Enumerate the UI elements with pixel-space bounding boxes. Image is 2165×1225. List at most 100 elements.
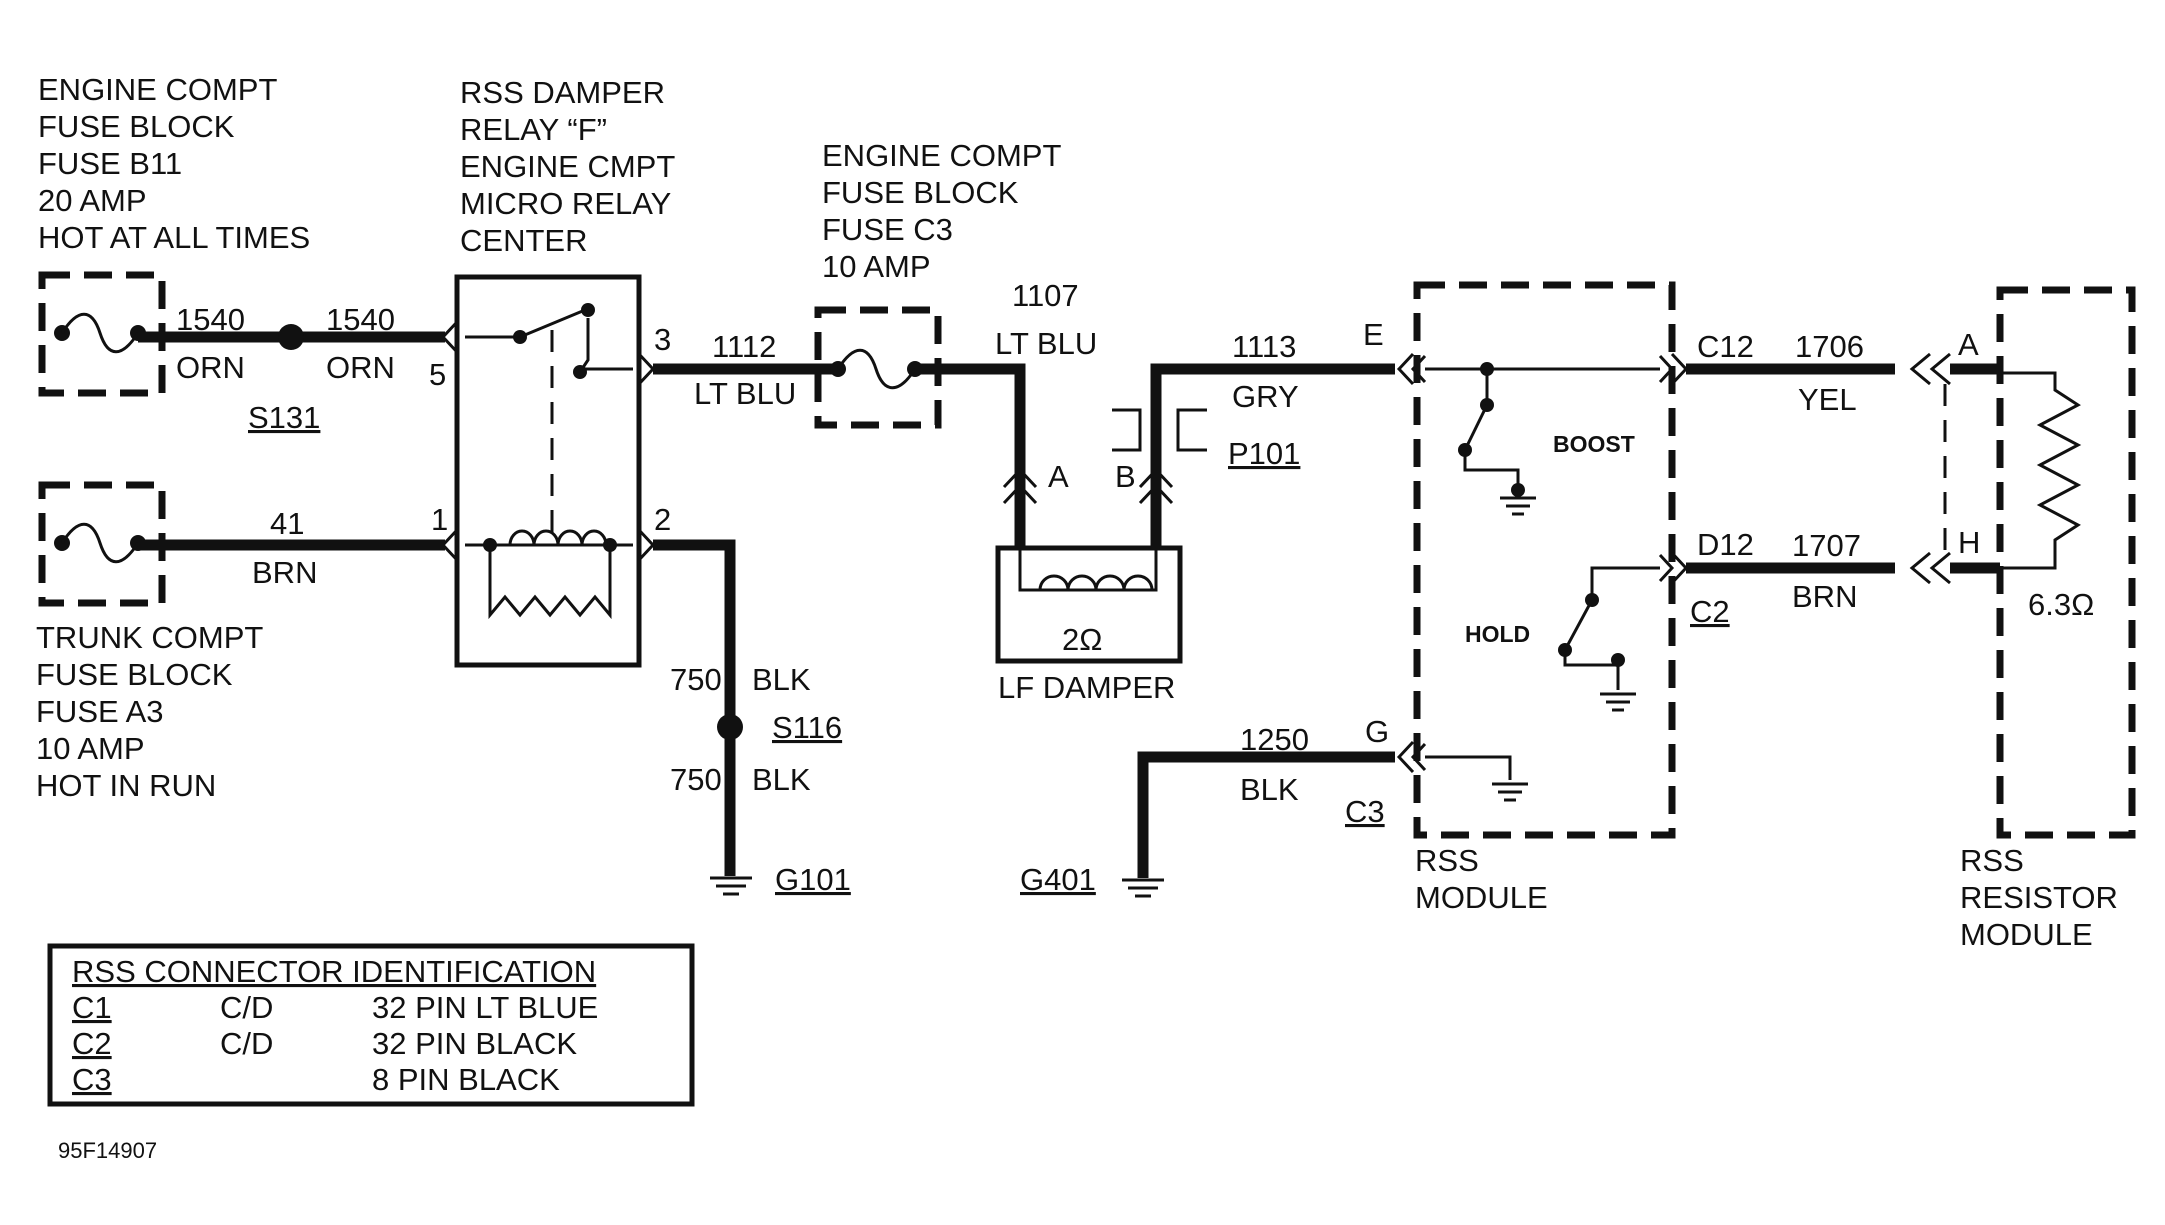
label-fuse-b11: ENGINE COMPT FUSE BLOCK FUSE B11 20 AMP … <box>38 72 310 255</box>
splice-s116 <box>717 714 743 740</box>
wire-750b-number: 750 <box>670 762 722 797</box>
connector-p101-label: P101 <box>1228 436 1300 471</box>
table-row: C2 C/D 32 PIN BLACK <box>72 1026 577 1061</box>
boost-label: BOOST <box>1553 431 1635 457</box>
relay-pin-5: 5 <box>429 357 446 392</box>
relay-pin-5-connector <box>440 320 459 354</box>
fuse-a3-element <box>60 522 140 564</box>
table-cell-id: C1 <box>72 990 112 1025</box>
p101-half <box>1176 408 1207 452</box>
wire-1107-color: LT BLU <box>995 326 1097 361</box>
resistor-pin-a: A <box>1958 327 1979 362</box>
wire-41-number: 41 <box>270 506 304 541</box>
hold-label: HOLD <box>1465 621 1530 647</box>
label-relay: RSS DAMPER RELAY “F” ENGINE CMPT MICRO R… <box>460 75 675 258</box>
wire-1707-number: 1707 <box>1792 528 1861 563</box>
relay-line-3: ENGINE CMPT <box>460 149 675 184</box>
wire-1112-color: LT BLU <box>694 376 796 411</box>
rss-module-pin-g-connector <box>1410 742 1427 772</box>
fuse-a3-line-4: 10 AMP <box>36 731 145 766</box>
resistor-element <box>2000 371 2082 570</box>
table-row: C1 C/D 32 PIN LT BLUE <box>72 990 598 1025</box>
pin-g-ground-lead <box>1425 755 1512 780</box>
wire-1250-number: 1250 <box>1240 722 1309 757</box>
boost-ground-icon <box>1500 496 1536 516</box>
lf-damper-winding-frame <box>1018 550 1158 592</box>
lf-damper-pin-a-connector <box>1002 483 1038 505</box>
connector-table-title: RSS CONNECTOR IDENTIFICATION <box>72 954 596 989</box>
wire-1113 <box>1150 363 1395 500</box>
wire-1250-color: BLK <box>1240 772 1299 807</box>
wire-1540b-color: ORN <box>326 350 395 385</box>
fuse-a3-line-1: TRUNK COMPT <box>36 620 263 655</box>
wire-1706-number: 1706 <box>1795 329 1864 364</box>
lf-damper-coil <box>1038 574 1154 591</box>
lf-damper-pin-b: B <box>1115 459 1136 494</box>
boost-switch-arm <box>1463 404 1489 451</box>
relay-switch-contact <box>581 303 595 317</box>
resistor-pin-a-connector <box>1909 352 1931 386</box>
label-rss-module: RSS MODULE <box>1415 843 1548 915</box>
relay-pin-3: 3 <box>654 322 671 357</box>
label-resistor-module: RSS RESISTOR MODULE <box>1960 843 2118 952</box>
table-row: C3 8 PIN BLACK <box>72 1062 560 1097</box>
lf-damper-label: LF DAMPER <box>998 670 1175 705</box>
resistor-module-line-3: MODULE <box>1960 917 2093 952</box>
connector-table-border <box>47 943 695 1107</box>
relay-line-2: RELAY “F” <box>460 112 607 147</box>
relay-line-4: MICRO RELAY <box>460 186 671 221</box>
rss-module-pin-e-connector <box>1410 354 1427 384</box>
rss-damper-relay: 5 3 1 2 <box>429 274 671 668</box>
fuse-b11-element <box>60 312 140 354</box>
wire-1540a-number: 1540 <box>176 302 245 337</box>
connector-c2-label: C2 <box>1690 594 1730 629</box>
relay-pin-2: 2 <box>654 502 671 537</box>
table-cell-type: C/D <box>220 1026 273 1061</box>
wire-1706-color: YEL <box>1798 382 1857 417</box>
ground-g401-label: G401 <box>1020 862 1096 897</box>
fuse-a3-line-2: FUSE BLOCK <box>36 657 233 692</box>
rss-module-pin-g: G <box>1365 714 1389 749</box>
wire-1250 <box>1137 751 1395 878</box>
wire-1112-number: 1112 <box>712 329 776 364</box>
lf-damper: 2Ω LF DAMPER A B <box>995 459 1183 705</box>
table-cell-desc: 8 PIN BLACK <box>372 1062 560 1097</box>
ground-g401-icon <box>1122 878 1164 898</box>
relay-switch-contact-lead <box>578 318 590 373</box>
rss-module-pin-c12-connector <box>1658 354 1675 384</box>
boost-ground-lead <box>1463 450 1520 490</box>
rss-module-line-2: MODULE <box>1415 880 1548 915</box>
rss-resistor-module: A H 6.3Ω <box>1909 286 2136 839</box>
wire-41-color: BRN <box>252 555 317 590</box>
hold-switch-arm <box>1563 599 1594 651</box>
lf-damper-pin-a: A <box>1048 459 1069 494</box>
rss-module-pin-e: E <box>1363 317 1384 352</box>
lf-damper-pin-a-connector <box>1002 467 1038 489</box>
hold-line <box>1590 566 1660 600</box>
rss-module-pin-e-connector <box>1396 352 1415 386</box>
rss-module: BOOST HOLD C12 D12 C2 <box>1396 281 1754 839</box>
hold-ground-lead <box>1563 650 1620 667</box>
fuse-a3-line-3: FUSE A3 <box>36 694 164 729</box>
rss-module-pin-c12: C12 <box>1697 329 1754 364</box>
fuse-c3-line-1: ENGINE COMPT <box>822 138 1061 173</box>
ground-g101-icon <box>710 876 752 896</box>
resistor-module-line-1: RSS <box>1960 843 2024 878</box>
wire-1540b-number: 1540 <box>326 302 395 337</box>
wire-750b-color: BLK <box>752 762 811 797</box>
fuse-a3-line-5: HOT IN RUN <box>36 768 216 803</box>
fuse-b11-line-5: HOT AT ALL TIMES <box>38 220 310 255</box>
resistor-module-line-2: RESISTOR <box>1960 880 2118 915</box>
splice-s131 <box>278 324 304 350</box>
p101-half <box>1112 408 1142 452</box>
table-cell-desc: 32 PIN BLACK <box>372 1026 577 1061</box>
hold-ground-icon <box>1600 692 1636 712</box>
table-cell-id: C3 <box>72 1062 112 1097</box>
relay-line-5: CENTER <box>460 223 587 258</box>
fuse-c3-line-3: FUSE C3 <box>822 212 953 247</box>
relay-pin-1-connector <box>440 528 459 562</box>
lf-damper-box <box>995 545 1183 664</box>
relay-box <box>454 274 642 668</box>
fuse-b11-line-1: ENGINE COMPT <box>38 72 277 107</box>
